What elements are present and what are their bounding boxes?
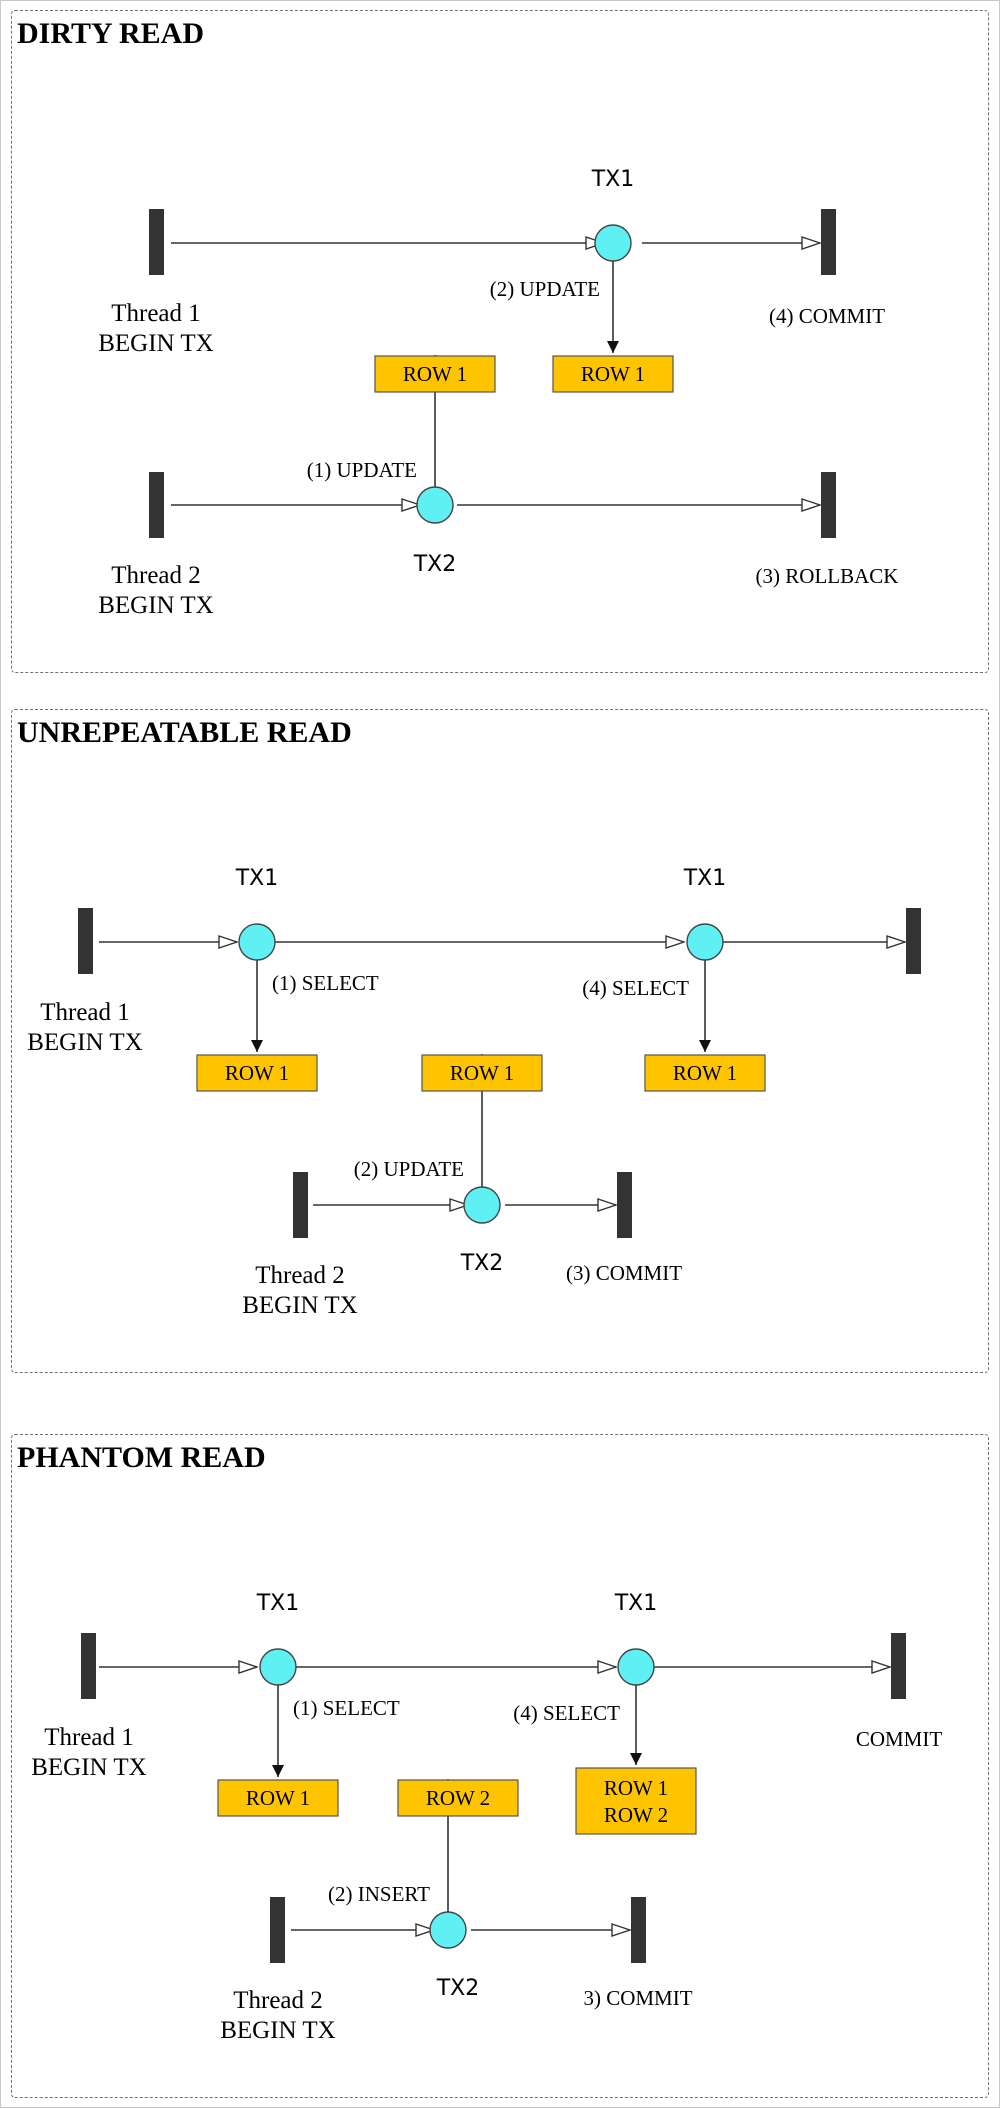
first-select-row-box [196,1054,318,1092]
step-3-label: (3) COMMIT [566,1261,682,1285]
step-1-label: (1) UPDATE [307,458,417,482]
tx2-row-box [374,355,496,393]
first-select-row-label: ROW 1 [225,1061,289,1085]
second-select-rows-box [575,1767,697,1835]
thread1-name: Thread 1 [111,300,201,327]
unrepeatable-read-title: UNREPEATABLE READ [17,716,352,749]
tx1-first-node [259,1648,297,1686]
thread2-name: Thread 2 [255,1262,345,1289]
dirty-read-diagram: ROW 1 ROW 1 TX1 TX2 (2) UPDATE (1) UPDAT… [98,167,899,619]
phantom-read-title: PHANTOM READ [17,1441,266,1474]
tx2-label: TX2 [413,552,457,577]
thread2-commit-bar [631,1897,646,1963]
insert-row-label: ROW 2 [426,1786,490,1810]
step-2-label: (2) INSERT [328,1882,430,1906]
thread1-name: Thread 1 [40,999,130,1026]
step-2-label: (2) UPDATE [354,1157,464,1181]
tx1-row-box [552,355,674,393]
second-select-row-label: ROW 1 [604,1776,668,1800]
thread2-begin-bar [149,472,164,538]
step-2-label: (2) UPDATE [490,277,600,301]
step-4-label: (4) COMMIT [769,304,885,328]
tx1-node [594,224,632,262]
second-select-row-label: ROW 2 [604,1803,668,1827]
step-1-label: (1) SELECT [272,971,379,995]
thread2-name: Thread 2 [233,1987,323,2014]
second-select-row-box [644,1054,766,1092]
thread1-begin-label: BEGIN TX [31,1754,147,1781]
step-4-label: (4) SELECT [513,1701,620,1725]
first-select-row-label: ROW 1 [246,1786,310,1810]
thread1-commit-bar [821,209,836,275]
thread1-commit-bar [891,1633,906,1699]
tx1-second-label: TX1 [614,1591,658,1616]
dirty-read-title: DIRTY READ [17,17,205,50]
thread2-begin-bar [293,1172,308,1238]
tx1-second-node [686,923,724,961]
step-1-label: (1) SELECT [293,1696,400,1720]
tx2-node [416,486,454,524]
thread1-end-bar [906,908,921,974]
thread1-begin-label: BEGIN TX [98,330,214,357]
thread1-name: Thread 1 [44,1724,134,1751]
thread1-begin-bar [78,908,93,974]
thread2-name: Thread 2 [111,562,201,589]
thread2-begin-bar [270,1897,285,1963]
phantom-read-diagram: ROW 1 ROW 2 ROW 1 ROW 2 TX1 TX1 TX2 (1) … [31,1591,943,2044]
thread2-begin-label: BEGIN TX [220,2017,336,2044]
insert-row-box [397,1779,519,1817]
thread2-rollback-bar [821,472,836,538]
tx1-first-node [238,923,276,961]
phantom-read-panel: PHANTOM READ ROW 1 ROW 2 [11,1434,989,2098]
dirty-read-panel: DIRTY READ ROW 1 ROW 1 TX1 TX2 [11,10,989,673]
first-select-row-box [217,1779,339,1817]
tx2-node [463,1186,501,1224]
second-select-row-label: ROW 1 [673,1061,737,1085]
tx1-second-node [617,1648,655,1686]
tx2-node [429,1911,467,1949]
unrepeatable-read-panel: UNREPEATABLE READ ROW 1 ROW 1 [11,709,989,1373]
update-row-box [421,1054,543,1092]
thread2-begin-label: BEGIN TX [242,1292,358,1319]
update-row-label: ROW 1 [450,1061,514,1085]
unrepeatable-read-diagram: ROW 1 ROW 1 ROW 1 TX1 TX1 TX2 (1) SELECT… [27,866,921,1319]
thread2-commit-bar [617,1172,632,1238]
tx1-first-label: TX1 [235,866,279,891]
tx2-row-label: ROW 1 [403,362,467,386]
tx1-first-label: TX1 [256,1591,300,1616]
step-3-label: (3) ROLLBACK [756,564,899,588]
step-4-label: (4) SELECT [582,976,689,1000]
tx1-row-label: ROW 1 [581,362,645,386]
thread1-begin-bar [81,1633,96,1699]
tx2-label: TX2 [436,1976,480,2001]
commit-label: COMMIT [856,1727,943,1751]
tx2-label: TX2 [460,1251,504,1276]
tx1-second-label: TX1 [683,866,727,891]
thread1-begin-bar [149,209,164,275]
step-3-label: 3) COMMIT [583,1986,692,2010]
thread1-begin-label: BEGIN TX [27,1029,143,1056]
thread2-begin-label: BEGIN TX [98,592,214,619]
tx1-label: TX1 [591,167,635,192]
